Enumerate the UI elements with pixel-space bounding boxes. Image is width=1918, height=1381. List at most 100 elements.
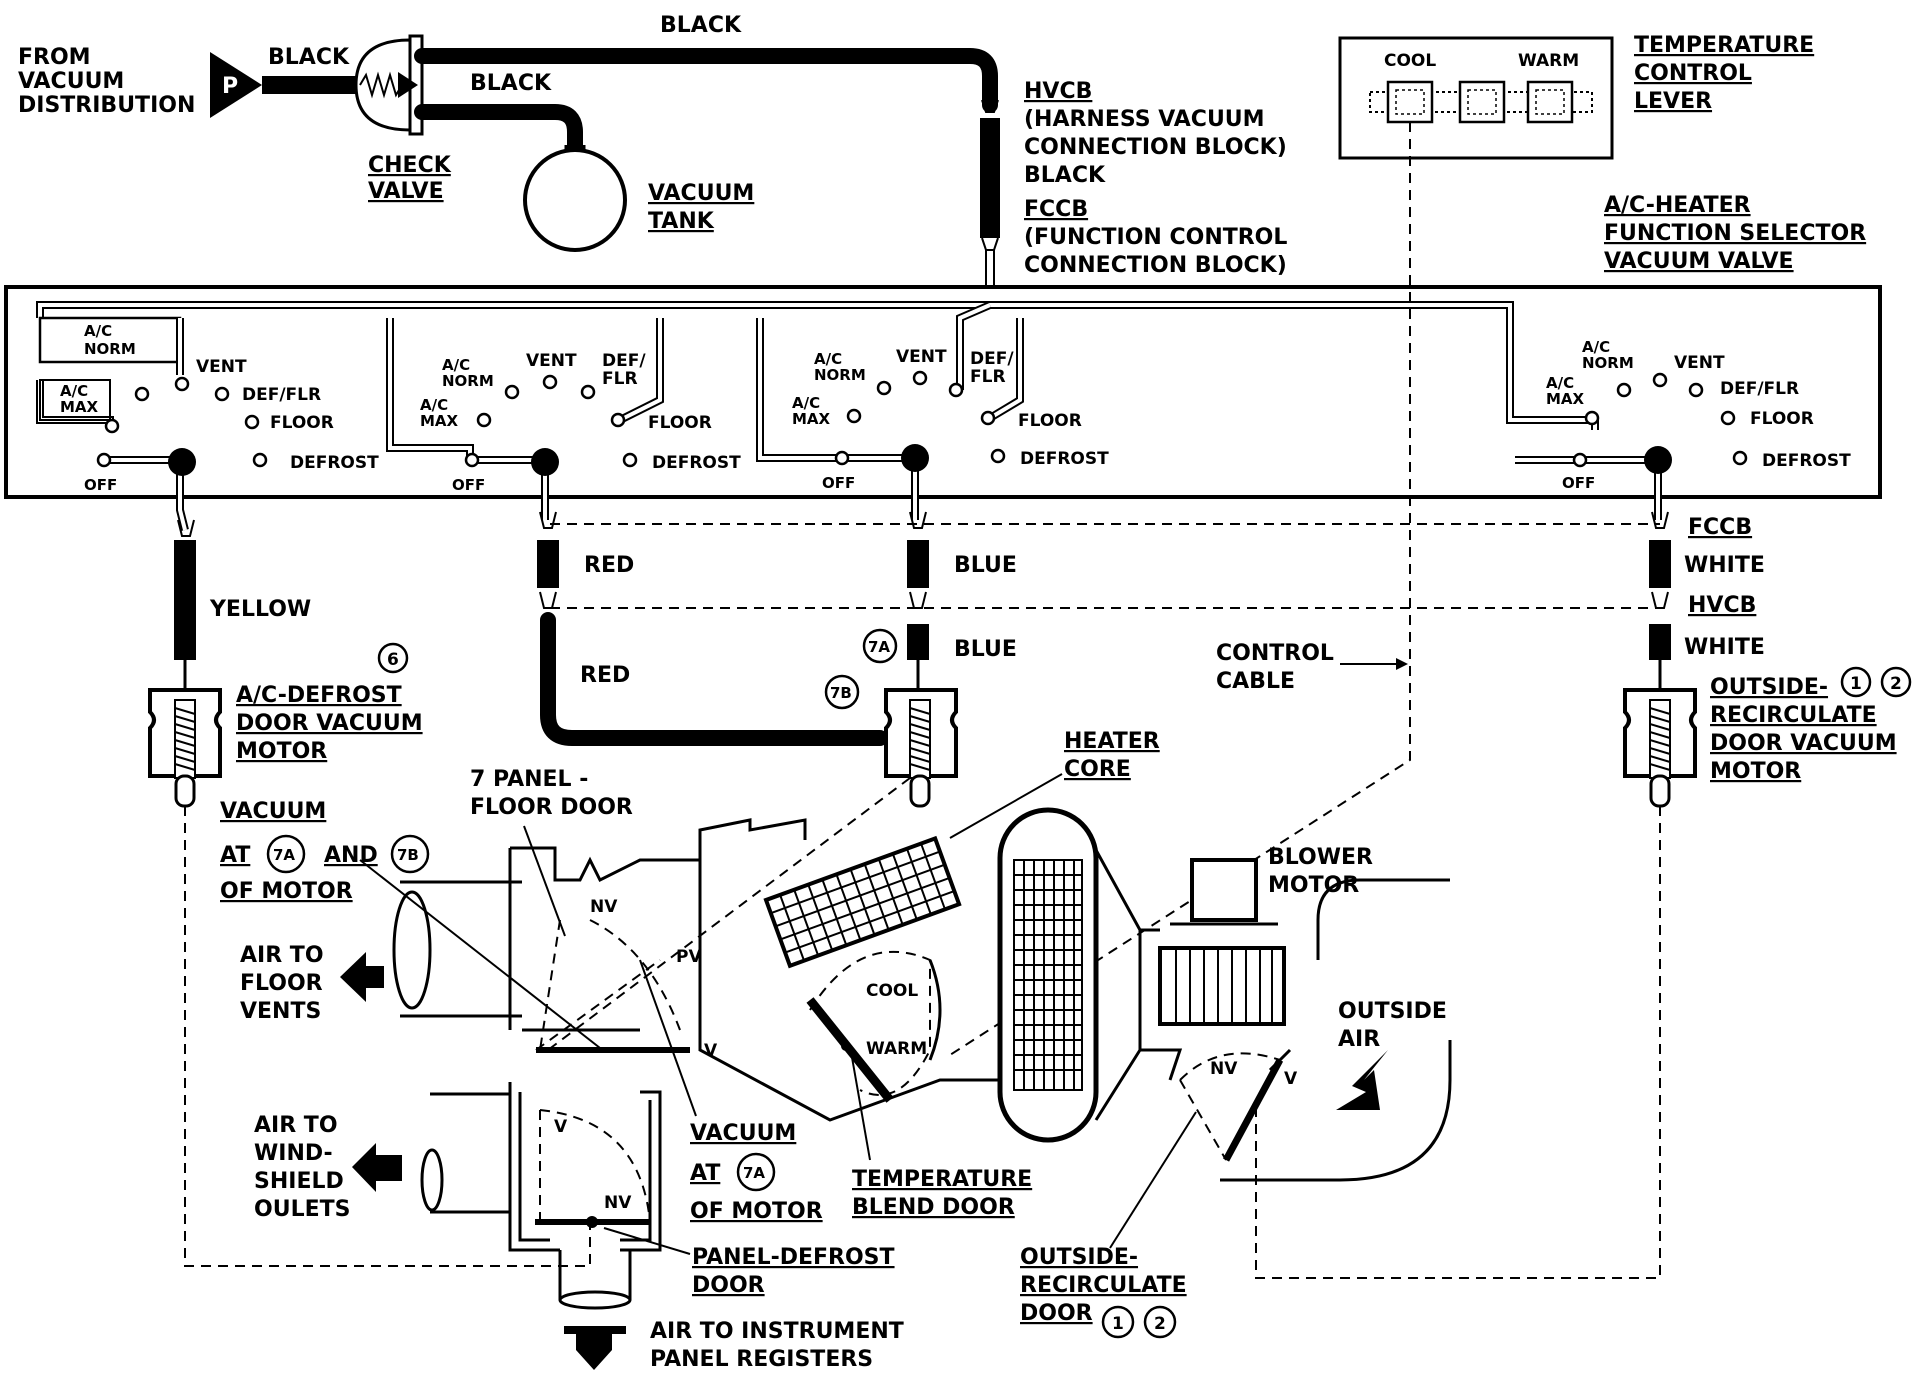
v3-tube-right-in <box>988 318 1022 420</box>
v4-port-norm <box>1616 382 1632 398</box>
outside-recirc-door <box>1222 1058 1284 1162</box>
label-temp-blend-l2: BLEND DOOR <box>852 1195 1015 1220</box>
circle-7a <box>862 628 898 664</box>
v1-port-norm <box>134 386 150 402</box>
v2-port-vent <box>542 374 558 390</box>
white-line: WHITE WHITE <box>1649 511 1765 690</box>
v1-max-box <box>39 379 111 421</box>
circle-7b <box>824 674 860 710</box>
v1-label-vent: VENT <box>196 357 247 377</box>
outside-recirc-nv-line <box>1179 1079 1227 1161</box>
circle-7a-vac78 <box>266 834 306 874</box>
label-cool-door: COOL <box>866 981 918 1001</box>
label-check-l1: CHECK <box>368 153 452 178</box>
v4-label-max: MAX <box>1546 390 1585 408</box>
red-line: RED RED <box>537 511 888 746</box>
callout-heater-core <box>949 773 1063 839</box>
v2-port-off <box>464 452 480 468</box>
v2-label-def: DEF/ <box>602 351 646 371</box>
label-outside-door-l1: OUTSIDE- <box>1020 1245 1138 1270</box>
blower-motor <box>1190 858 1258 922</box>
label-yellow: YELLOW <box>209 597 311 622</box>
v4-label-defrost: DEFROST <box>1762 451 1851 471</box>
v3-label-floor: FLOOR <box>1018 411 1082 431</box>
v1-port-vent <box>174 376 190 392</box>
motor-1-rod <box>174 774 196 808</box>
callout-vac7a <box>639 959 697 1117</box>
v1-elbow <box>168 448 196 476</box>
linkage-outside-recirc <box>1255 806 1661 1279</box>
label-c7a-vac7a: 7A <box>743 1164 765 1182</box>
label-panel-defrost-l2: DOOR <box>692 1273 765 1298</box>
floor-duct-end <box>392 890 432 1010</box>
label-fccb-desc-l1: (FUNCTION CONTROL <box>1024 225 1287 250</box>
v2-port-norm <box>504 384 520 400</box>
air-box <box>340 807 1452 1370</box>
label-windshield-l2: WIND- <box>254 1141 333 1166</box>
white-hose-2 <box>1649 624 1671 660</box>
label-hvcb-top: HVCB <box>1024 79 1092 104</box>
callout-panel-floor <box>523 825 566 937</box>
v2-port-defrost <box>622 452 638 468</box>
motor-2-rod <box>909 774 931 808</box>
v3-port-off <box>834 450 850 466</box>
label-vac7a-l1: VACUUM <box>690 1121 796 1146</box>
v3-label-def: DEF/ <box>970 349 1014 369</box>
v4-label-ac1: A/C <box>1582 338 1610 356</box>
v2-label-flr: FLR <box>602 369 638 389</box>
circle-1-motor <box>1840 666 1872 698</box>
black-hose-top <box>414 48 998 113</box>
selector-valve-1: A/C NORM A/C MAX VENT DEF/FLR FLOOR DEFR… <box>36 316 379 531</box>
windshield-duct-end <box>420 1148 444 1212</box>
label-vac7a-l3: OF MOTOR <box>690 1199 823 1224</box>
label-outside-door-l2: RECIRCULATE <box>1020 1273 1187 1298</box>
floor-air-arrow <box>340 952 384 1002</box>
label-pv: PV <box>676 947 702 967</box>
lever-knob-1-inner <box>1395 89 1425 115</box>
label-acdef-l3: MOTOR <box>236 739 327 764</box>
v1-label-defrost: DEFROST <box>290 453 379 473</box>
label-vac78-l3: OF MOTOR <box>220 879 353 904</box>
selector-valve-3: A/C NORM A/C MAX VENT DEF/ FLR FLOOR DEF… <box>756 301 1109 520</box>
v4-port-floor <box>1720 410 1736 426</box>
v4-elbow <box>1644 446 1672 474</box>
panel-defrost-arc <box>539 1109 651 1223</box>
label-blue-1: BLUE <box>954 553 1017 578</box>
label-fccb-right: FCCB <box>1688 515 1752 540</box>
v1-port-off <box>96 452 112 468</box>
linkage-ac-defrost <box>184 806 591 1267</box>
label-black-1: BLACK <box>268 45 350 70</box>
blue-line: BLUE BLUE <box>907 511 1017 690</box>
vacuum-tank: VACUUM TANK <box>523 145 754 252</box>
heater-core-grid-v <box>1023 860 1075 1090</box>
v3-port-defflr <box>948 382 964 398</box>
label-blower-l1: BLOWER <box>1268 845 1373 870</box>
label-tank-l1: VACUUM <box>648 181 754 206</box>
label-acdef-l2: DOOR VACUUM <box>236 711 423 736</box>
v3-label-max: MAX <box>792 410 831 428</box>
label-control-cable-l2: CABLE <box>1216 669 1295 694</box>
label-acdef-l1: A/C-DEFROST <box>236 683 402 708</box>
v4-label-ac2: A/C <box>1546 374 1574 392</box>
label-instrument-l1: AIR TO INSTRUMENT <box>650 1319 904 1344</box>
v2-label-max: MAX <box>420 412 459 430</box>
v1-label-norm: NORM <box>84 340 136 358</box>
floor-duct <box>400 880 522 1018</box>
evap-grid-lines-v <box>779 843 946 961</box>
label-c7b-vac78: 7B <box>397 846 419 864</box>
v2-label-ac2: A/C <box>420 396 448 414</box>
v3-port-floor <box>980 410 996 426</box>
v1-label-ac1: A/C <box>84 322 112 340</box>
v2-port-defflr <box>580 384 596 400</box>
label-hvcb-desc-l2: CONNECTION BLOCK) <box>1024 135 1287 160</box>
white-connector-2 <box>1651 591 1669 609</box>
label-c1-door: 1 <box>1112 1314 1124 1334</box>
label-outside-door-l3: DOOR <box>1020 1301 1093 1326</box>
v2-label-norm: NORM <box>442 372 494 390</box>
control-cable-arrow <box>1396 658 1408 670</box>
lever-knob-2-inner <box>1467 89 1497 115</box>
windshield-air-arrow <box>352 1143 402 1192</box>
heater-wall-right <box>1094 849 1142 1121</box>
label-lever-l1: TEMPERATURE <box>1634 33 1814 58</box>
label-floor-vents-l3: VENTS <box>240 999 321 1024</box>
